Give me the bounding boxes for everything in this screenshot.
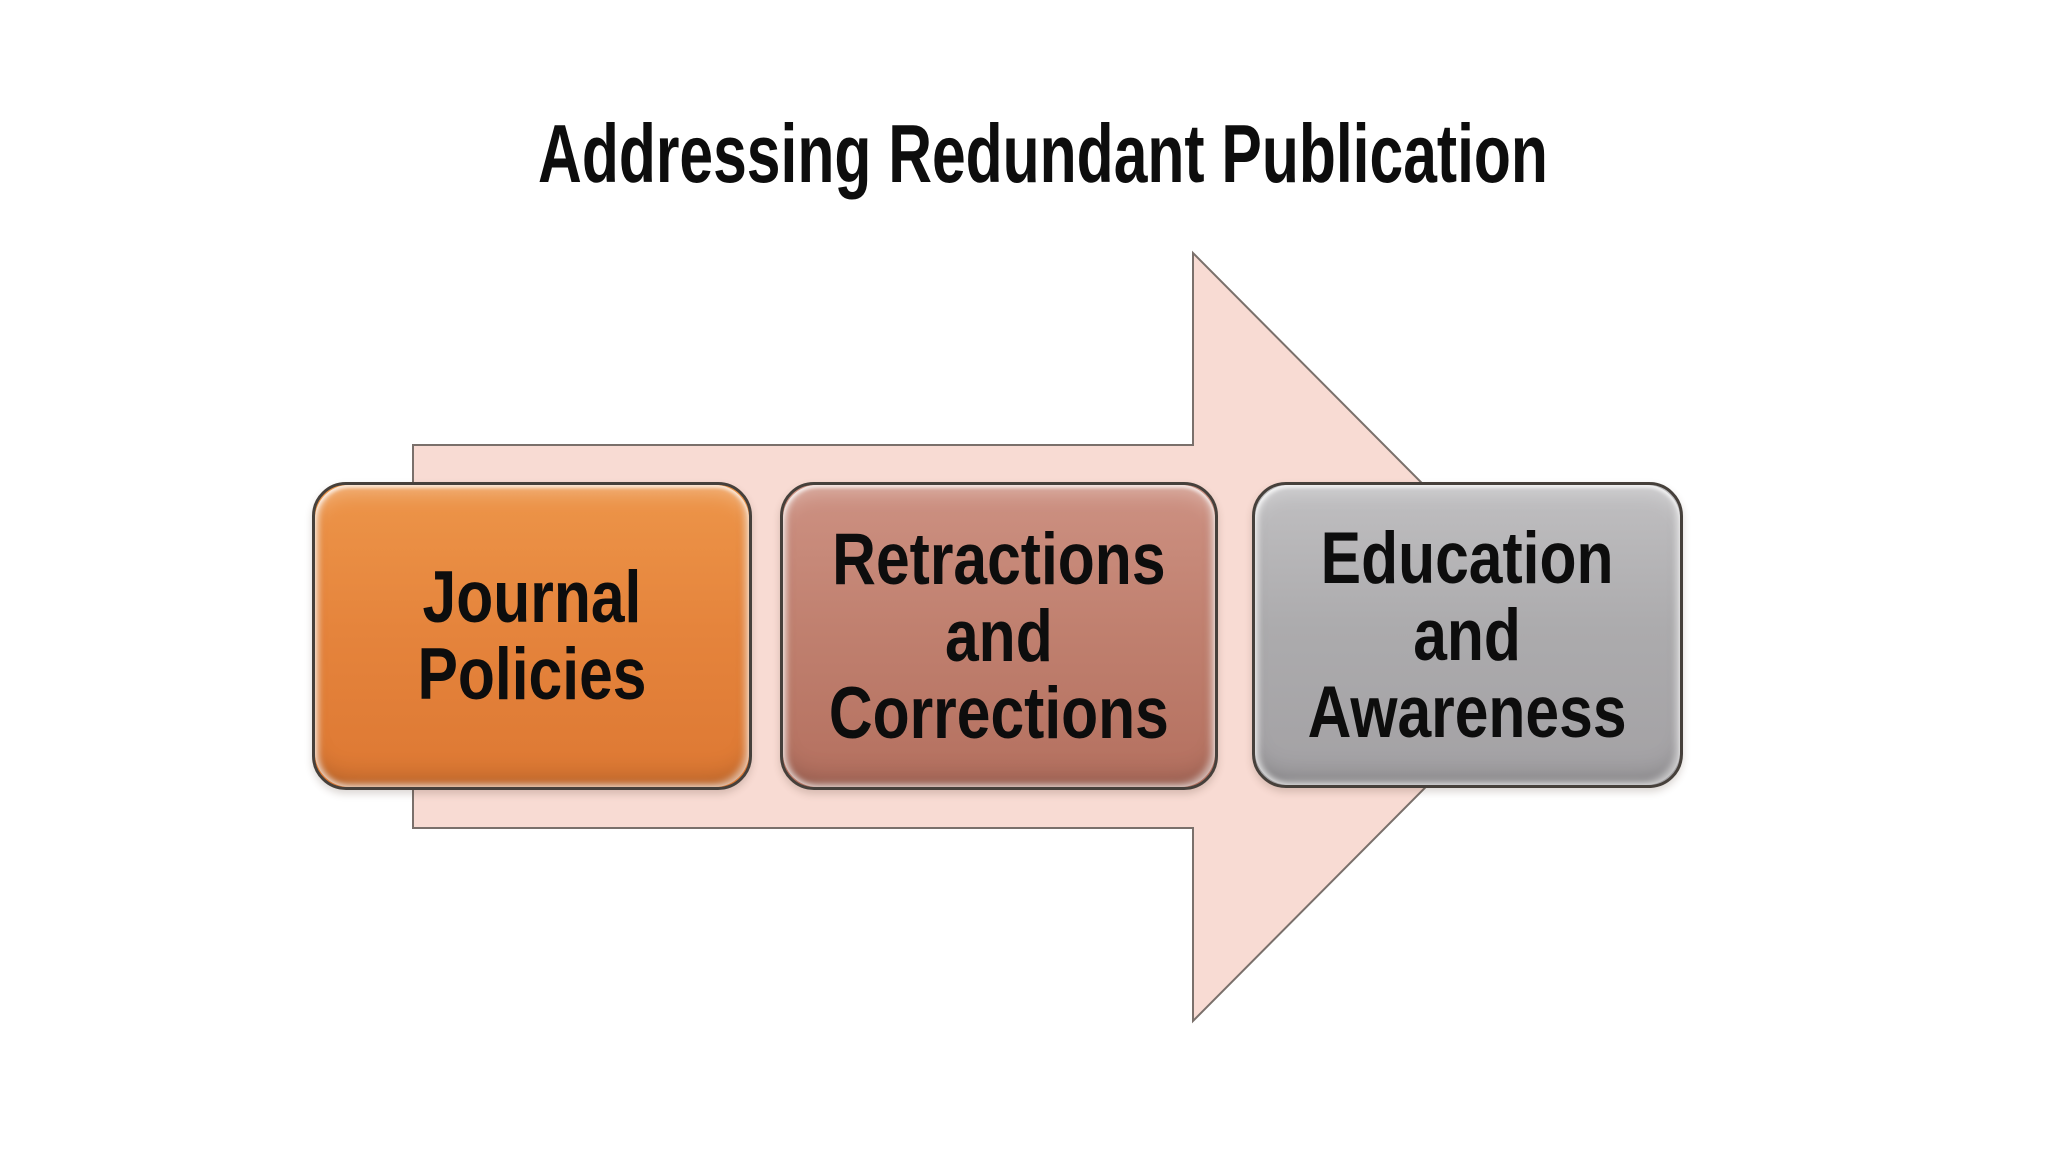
step-box-education-and-awareness: Education and Awareness <box>1252 482 1683 788</box>
step-box-retractions-and-corrections: Retractions and Corrections <box>780 482 1218 790</box>
slide-title: Addressing Redundant Publication <box>538 107 1548 200</box>
step-label-retractions-and-corrections: Retractions and Corrections <box>828 518 1170 754</box>
step-label-journal-policies: Journal Policies <box>417 557 647 715</box>
step-box-journal-policies: Journal Policies <box>312 482 752 790</box>
step-label-education-and-awareness: Education and Awareness <box>1308 517 1627 753</box>
